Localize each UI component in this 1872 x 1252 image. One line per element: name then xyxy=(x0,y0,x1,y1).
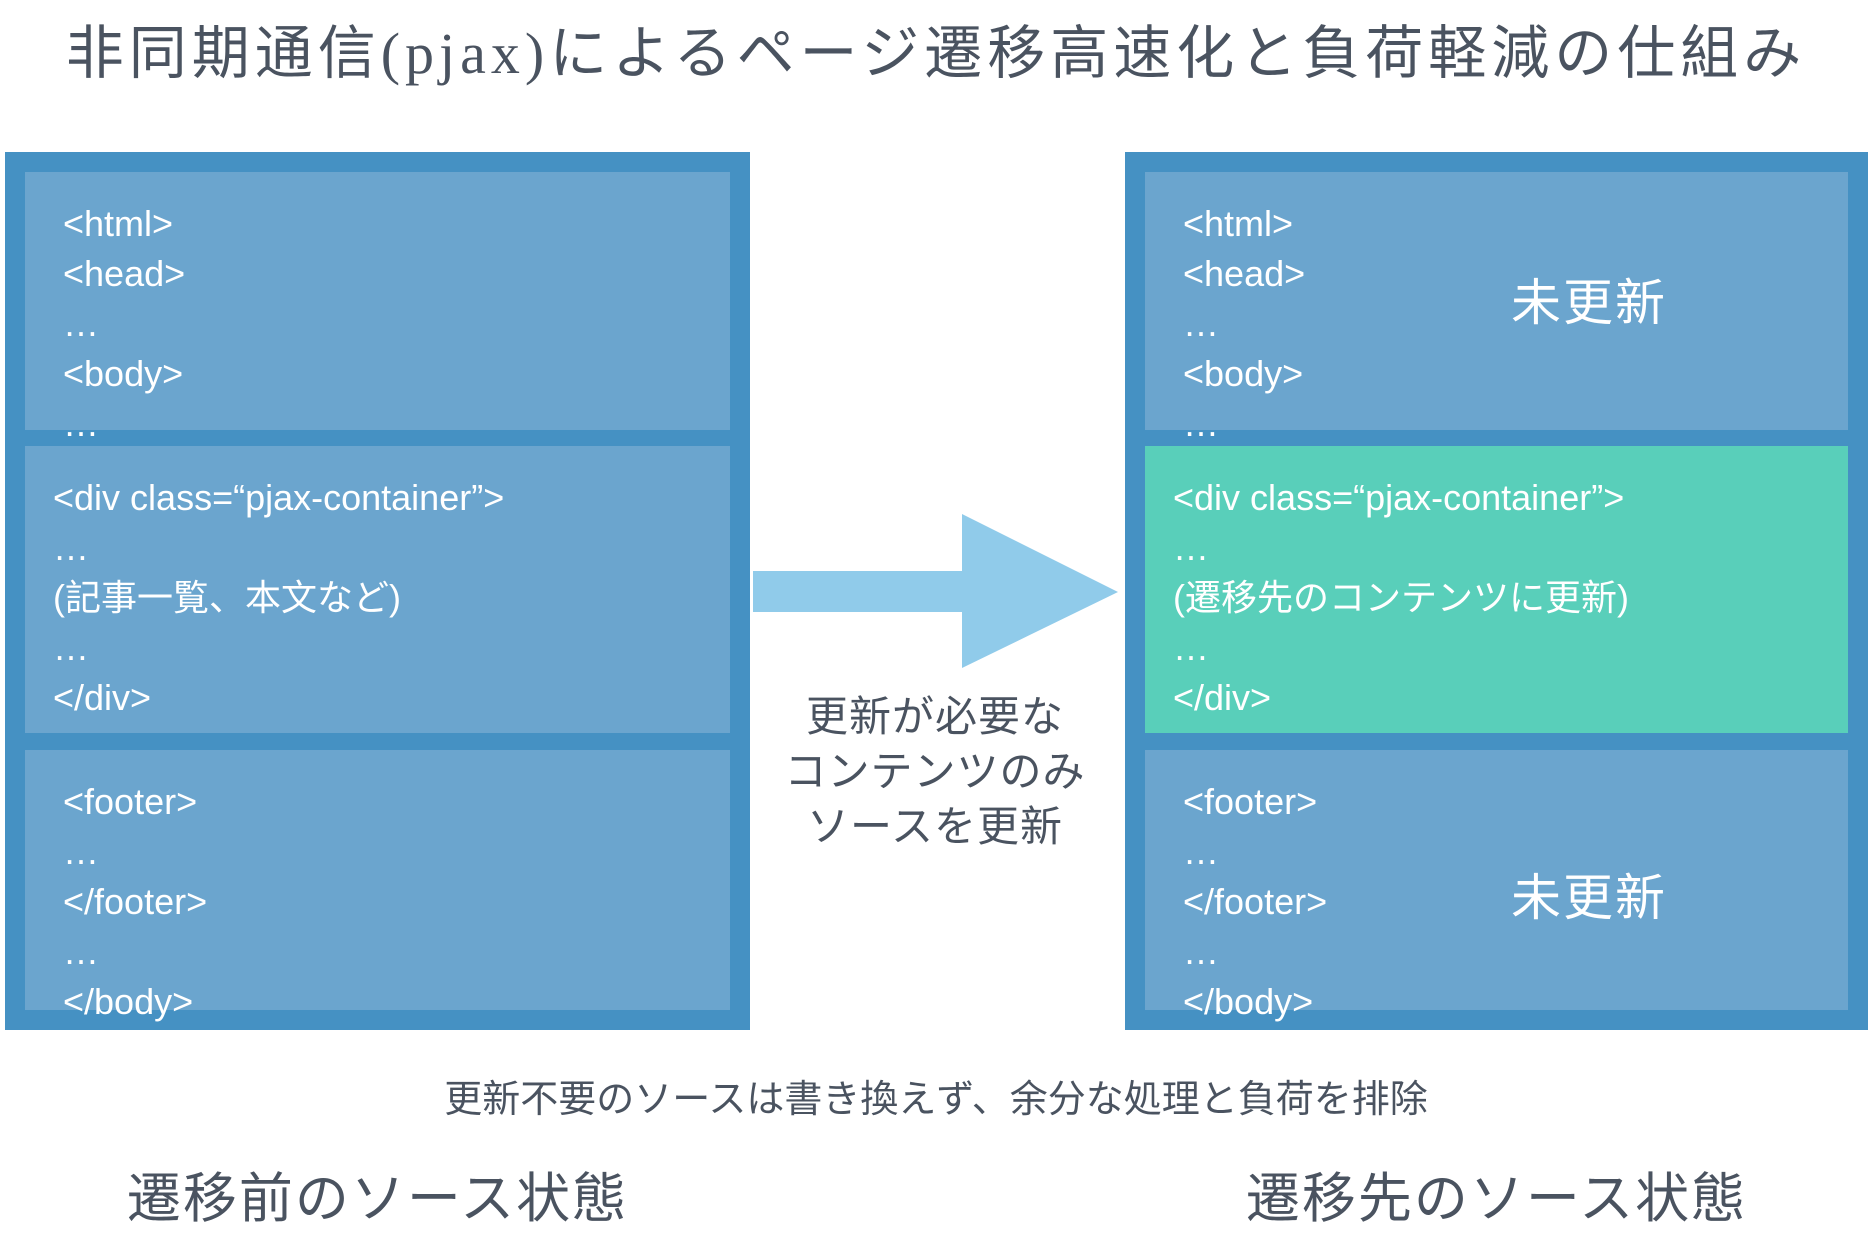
code-line: </footer> xyxy=(1183,881,1328,922)
code-line: <div class=“pjax-container”> xyxy=(53,477,505,518)
code-line: … xyxy=(1183,303,1219,344)
page-title: 非同期通信(pjax)によるページ遷移高速化と負荷軽減の仕組み xyxy=(65,21,1807,86)
panel-after-transition: <html> <head> … <body> … <div class=“pja… xyxy=(1125,152,1868,1030)
code-line: … xyxy=(63,303,99,344)
footer-section-after: <footer> … </footer> … </body> xyxy=(1145,750,1848,1022)
code-line: <head> xyxy=(1183,253,1306,294)
code-line: </body> xyxy=(1183,981,1314,1022)
arrow-caption: 更新が必要な コンテンツのみ ソースを更新 xyxy=(745,691,1125,856)
code-line: … xyxy=(63,403,99,444)
arrow-caption-line: コンテンツのみ xyxy=(784,750,1086,796)
code-line: </footer> xyxy=(63,881,208,922)
code-line: <body> xyxy=(1183,353,1304,394)
code-line: … xyxy=(1183,931,1219,972)
arrow-caption-line: 更新が必要な xyxy=(805,695,1064,741)
html-head-section-before: <html> <head> … <body> … xyxy=(25,172,730,444)
code-line: … xyxy=(1183,831,1219,872)
footnote: 更新不要のソースは書き換えず、余分な処理と負荷を排除 xyxy=(444,1079,1428,1121)
code-line: … xyxy=(63,931,99,972)
code-line: <div class=“pjax-container”> xyxy=(1173,477,1625,518)
code-line: … xyxy=(53,527,89,568)
code-line: <body> xyxy=(63,353,184,394)
code-line: … xyxy=(53,627,89,668)
code-line: (記事一覧、本文など) xyxy=(53,577,401,618)
not-updated-badge-top: 未更新 xyxy=(1511,275,1667,331)
code-line: <html> xyxy=(1183,203,1294,244)
html-head-section-after: <html> <head> … <body> … xyxy=(1145,172,1848,444)
code-line: … xyxy=(1173,527,1209,568)
pjax-container-section-after-updated: <div class=“pjax-container”> … (遷移先のコンテン… xyxy=(1145,446,1848,733)
panel-before-transition: <html> <head> … <body> … <div class=“pja… xyxy=(5,152,750,1030)
not-updated-badge-bottom: 未更新 xyxy=(1511,870,1667,926)
code-line: … xyxy=(63,831,99,872)
code-line: <head> xyxy=(63,253,186,294)
label-source-state-after: 遷移先のソース状態 xyxy=(1245,1169,1748,1229)
code-line: </div> xyxy=(53,677,152,718)
code-line: </div> xyxy=(1173,677,1272,718)
code-line: <html> xyxy=(63,203,174,244)
code-line: … xyxy=(1183,403,1219,444)
footer-section-before: <footer> … </footer> … </body> xyxy=(25,750,730,1022)
code-line: <footer> xyxy=(1183,781,1318,822)
code-line: </body> xyxy=(63,981,194,1022)
code-line: … xyxy=(1173,627,1209,668)
arrow-caption-line: ソースを更新 xyxy=(807,805,1063,851)
label-source-state-before: 遷移前のソース状態 xyxy=(126,1169,629,1229)
code-line: <footer> xyxy=(63,781,198,822)
right-arrow-icon xyxy=(753,514,1118,668)
pjax-container-section-before: <div class=“pjax-container”> … (記事一覧、本文な… xyxy=(25,446,730,733)
code-line: (遷移先のコンテンツに更新) xyxy=(1173,577,1629,618)
